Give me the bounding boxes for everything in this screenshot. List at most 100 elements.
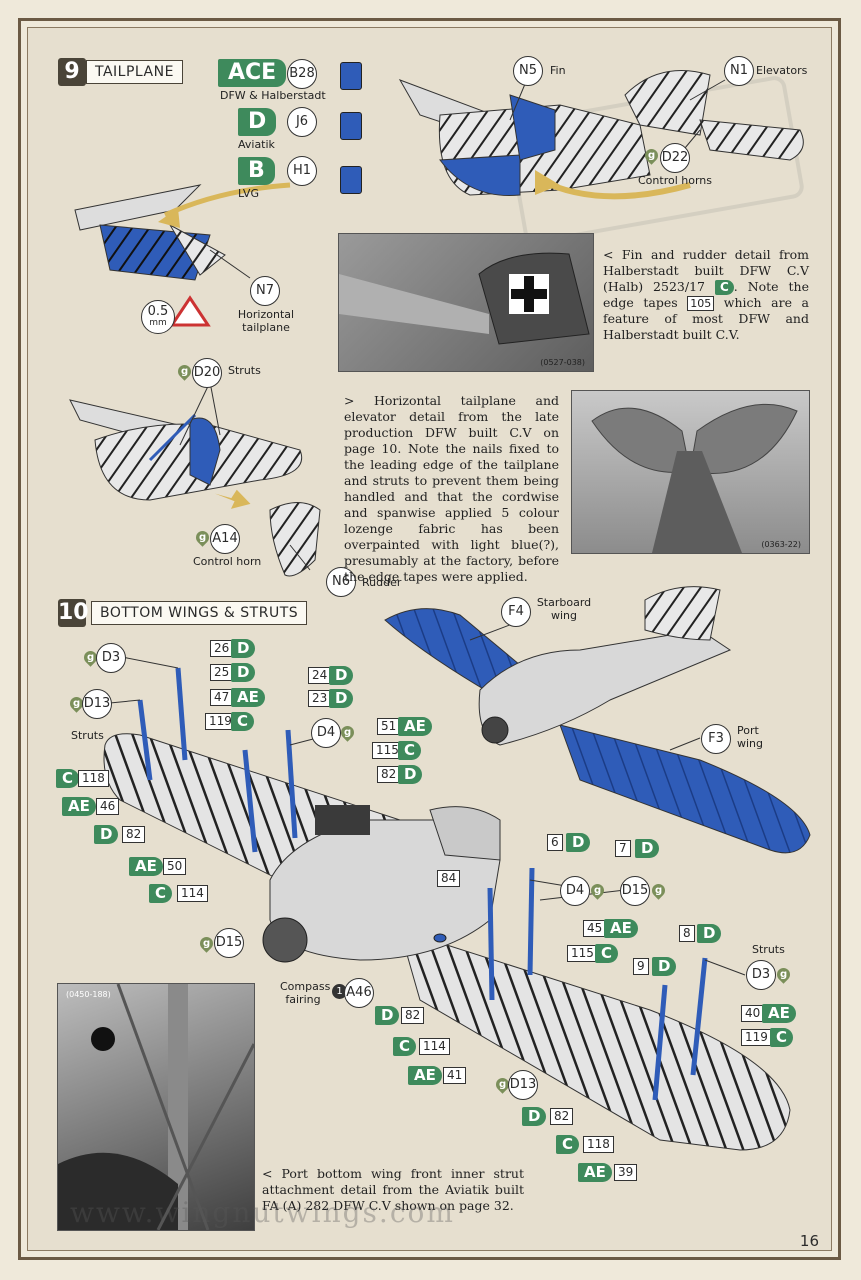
- variant-code: C: [393, 1037, 417, 1056]
- part-number: 45: [583, 920, 607, 937]
- variant-code: D: [94, 825, 119, 844]
- variant-code: D: [329, 689, 354, 708]
- section-9-number: 9: [58, 58, 86, 86]
- photo-id: (0363-22): [761, 540, 801, 549]
- caption-text: < Fin and rudder detail from Halberstadt…: [603, 247, 809, 294]
- label-compass-fairing: Compass fairing: [280, 980, 331, 1006]
- part-number: 119: [741, 1029, 772, 1046]
- callout-n5: N5: [513, 56, 543, 86]
- callout-n7: N7: [250, 276, 280, 306]
- label-struts: Struts: [228, 364, 261, 377]
- label-control-horns: Control horns: [638, 174, 712, 187]
- label-fin: Fin: [550, 64, 566, 77]
- callout-d22: D22: [660, 143, 690, 173]
- variant-code: D: [231, 639, 256, 658]
- variant-part-j6: J6: [287, 107, 317, 137]
- part-number: 82: [377, 766, 401, 783]
- label-port-wing: Port wing: [737, 724, 764, 750]
- part-number: 115: [372, 742, 403, 759]
- part-thumbnail-b28: [340, 62, 362, 90]
- variant-part-b28: B28: [287, 59, 317, 89]
- callout-d13: D13: [508, 1070, 538, 1100]
- caption-text: which are a feature of most DFW and Halb…: [603, 295, 809, 342]
- part-number: 114: [177, 885, 208, 902]
- part-number: 7: [615, 840, 631, 857]
- part-number: 46: [96, 798, 120, 815]
- variant-code-ace: ACE: [218, 59, 287, 87]
- variant-code: D: [231, 663, 256, 682]
- photo-caption-tailplane: > Horizontal tailplane and elevator deta…: [344, 393, 559, 584]
- variant-part-h1: H1: [287, 156, 317, 186]
- variant-code: C: [770, 1028, 794, 1047]
- part-thumbnail-h1: [340, 166, 362, 194]
- variant-code: C: [56, 769, 80, 788]
- variant-code: D: [329, 666, 354, 685]
- photo-strut-attachment: (0450-188): [57, 983, 255, 1231]
- callout-d3: D3: [746, 960, 776, 990]
- page-number: 16: [799, 1232, 819, 1250]
- part-number: 26: [210, 640, 234, 657]
- measurement-unit: mm: [149, 318, 167, 328]
- part-number: 9: [633, 958, 649, 975]
- variant-code: AE: [762, 1004, 796, 1023]
- wings-overview-illustration: [384, 586, 811, 854]
- variant-desc-lvg: LVG: [238, 187, 259, 200]
- label-elevators: Elevators: [756, 64, 808, 77]
- photo-caption-fin-rudder: < Fin and rudder detail from Halberstadt…: [603, 247, 809, 343]
- caption-num-105: 105: [687, 296, 715, 311]
- label-horizontal-tailplane: Horizontal tailplane: [237, 308, 295, 334]
- page-border-outer: [18, 18, 841, 1260]
- variant-code: D: [398, 765, 423, 784]
- callout-d20: D20: [192, 358, 222, 388]
- elevators-illustration: [624, 70, 804, 161]
- section-9-title: TAILPLANE: [86, 60, 183, 84]
- callout-a14: A14: [210, 524, 240, 554]
- variant-code: D: [375, 1006, 400, 1025]
- variant-code: AE: [62, 797, 96, 816]
- callout-f3: F3: [701, 724, 731, 754]
- variant-code: AE: [398, 717, 432, 736]
- variant-code: AE: [578, 1163, 612, 1182]
- callout-d13: D13: [82, 689, 112, 719]
- measurement-badge: 0.5 mm: [141, 300, 175, 334]
- callout-n6: N6: [326, 567, 356, 597]
- part-number: 8: [679, 925, 695, 942]
- bottom-wings-illustration: [103, 667, 791, 1151]
- section-10-number: 10: [58, 599, 89, 627]
- caption-text: . Note the edge tapes: [603, 279, 809, 310]
- part-number: 118: [78, 770, 109, 787]
- part-number: 118: [583, 1136, 614, 1153]
- variant-code-b: B: [238, 157, 275, 185]
- part-number: 24: [308, 667, 332, 684]
- variant-code: C: [231, 712, 255, 731]
- caption-code-c: C: [714, 280, 734, 295]
- photo-caption-strut-attachment: < Port bottom wing front inner strut att…: [262, 1166, 524, 1213]
- photo-id: (0527-038): [540, 358, 585, 367]
- part-number: 41: [443, 1067, 467, 1084]
- variant-code: AE: [408, 1066, 442, 1085]
- part-number: 119: [205, 713, 236, 730]
- tail-struts-illustration: [69, 399, 321, 577]
- callout-d15: D15: [214, 928, 244, 958]
- label-struts: Struts: [752, 943, 785, 956]
- photo-tailplane: (0363-22): [571, 390, 810, 554]
- footer-url-watermark: www.wingnutwings.com: [70, 1196, 455, 1229]
- variant-code: C: [398, 741, 422, 760]
- part-thumbnail-j6: [340, 112, 362, 140]
- label-struts: Struts: [71, 729, 104, 742]
- tail-fin-illustration: [398, 79, 691, 200]
- horizontal-tailplane-illustration: [74, 182, 291, 327]
- part-number: 39: [614, 1164, 638, 1181]
- variant-code-d: D: [238, 108, 277, 136]
- label-starboard-wing: Starboard wing: [536, 596, 592, 622]
- part-number: 82: [401, 1007, 425, 1024]
- part-number: 47: [210, 689, 234, 706]
- variant-code: C: [595, 944, 619, 963]
- callout-d4: D4: [311, 718, 341, 748]
- part-number-84: 84: [437, 870, 461, 887]
- part-number: 50: [163, 858, 187, 875]
- callout-a46: A46: [344, 978, 374, 1008]
- part-number: 40: [741, 1005, 765, 1022]
